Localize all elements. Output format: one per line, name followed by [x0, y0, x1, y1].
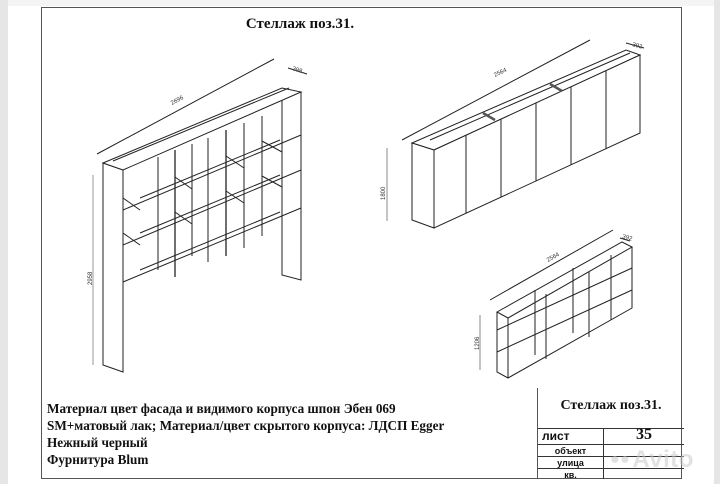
- row-label: объект: [538, 445, 604, 456]
- title-block-row-apartment: кв.: [538, 468, 684, 480]
- shelf-width-dim: 2564: [546, 252, 561, 264]
- right-margin: [714, 0, 720, 484]
- note-line: SM+матовый лак; Материал/цвет скрытого к…: [47, 418, 445, 433]
- left-shelf-width-dim: 2696: [170, 95, 185, 107]
- left-shelf-drawing: [92, 58, 308, 373]
- row-label: кв.: [538, 469, 604, 480]
- cabinet-height-dim: 1800: [381, 186, 387, 200]
- title-block-row-street: улица: [538, 456, 684, 468]
- watermark-text: Avito: [632, 446, 694, 473]
- top-band: [0, 0, 720, 6]
- note-line: Фурнитура Blum: [47, 452, 149, 467]
- drawing-frame: [41, 7, 682, 479]
- title-block: Стеллаж поз.31. лист 35 объект улица кв.: [537, 388, 684, 480]
- left-shelf-depth-dim: 398: [291, 66, 303, 75]
- title-block-row-object: объект: [538, 444, 684, 456]
- title-block-row-sheet: лист 35: [538, 426, 684, 444]
- avito-watermark: ●●Avito: [610, 446, 694, 474]
- row-label: улица: [538, 457, 604, 468]
- avito-logo-icon: ●●: [610, 451, 631, 468]
- material-notes: Материал цвет фасада и видимого корпуса …: [47, 400, 517, 468]
- cabinet-depth-dim: 392: [631, 42, 643, 51]
- note-line: Нежный черный: [47, 435, 148, 450]
- shelf-height-dim: 1206: [475, 336, 481, 350]
- left-shelf-height-dim: 2958: [88, 271, 94, 285]
- cabinet-width-dim: 2564: [493, 67, 508, 79]
- left-margin: [0, 0, 8, 484]
- shelf-depth-dim: 392: [621, 234, 633, 243]
- top-right-cabinet-drawing: [386, 39, 645, 229]
- bottom-right-shelf-drawing: [479, 229, 634, 379]
- note-line: Материал цвет фасада и видимого корпуса …: [47, 401, 396, 416]
- sheet-number: 35: [636, 426, 652, 443]
- title-block-title: Стеллаж поз.31.: [560, 398, 662, 413]
- sheet-title: Стеллаж поз.31.: [245, 16, 355, 32]
- row-label: лист: [538, 429, 604, 444]
